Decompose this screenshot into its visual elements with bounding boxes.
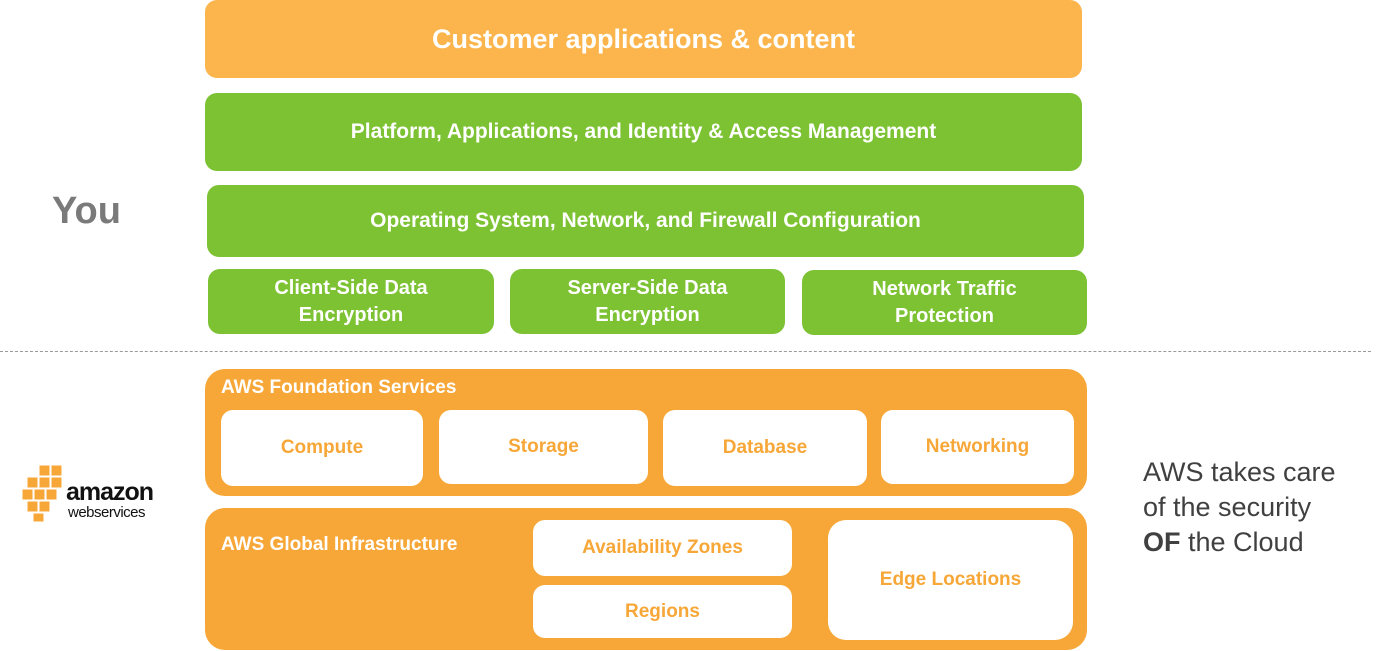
logo-amazon-text: amazon bbox=[66, 478, 154, 506]
caption-line3: OF the Cloud bbox=[1143, 525, 1336, 560]
server-side-encryption-line2: Encryption bbox=[595, 303, 700, 326]
server-side-encryption-box: Server-Side Data Encryption bbox=[510, 269, 785, 334]
storage-label: Storage bbox=[508, 436, 579, 457]
aws-global-infrastructure-panel: AWS Global Infrastructure Availability Z… bbox=[205, 508, 1087, 650]
compute-box: Compute bbox=[221, 410, 423, 486]
client-side-encryption-box: Client-Side Data Encryption bbox=[208, 269, 494, 334]
you-label: You bbox=[52, 190, 121, 232]
network-traffic-protection-line2: Protection bbox=[895, 304, 994, 327]
storage-box: Storage bbox=[439, 410, 648, 484]
caption-line3-rest: the Cloud bbox=[1180, 527, 1304, 557]
regions-box: Regions bbox=[533, 585, 792, 638]
networking-box: Networking bbox=[881, 410, 1074, 484]
platform-iam-layer: Platform, Applications, and Identity & A… bbox=[205, 93, 1082, 171]
networking-label: Networking bbox=[925, 436, 1030, 457]
regions-label: Regions bbox=[625, 600, 700, 622]
os-network-firewall-layer: Operating System, Network, and Firewall … bbox=[207, 185, 1084, 257]
aws-global-infrastructure-title: AWS Global Infrastructure bbox=[221, 534, 458, 555]
network-traffic-protection-box: Network Traffic Protection bbox=[802, 270, 1087, 335]
compute-label: Compute bbox=[280, 437, 364, 458]
customer-applications-layer: Customer applications & content bbox=[205, 0, 1082, 78]
database-label: Database bbox=[722, 437, 808, 458]
availability-zones-box: Availability Zones bbox=[533, 520, 792, 576]
aws-responsibility-caption: AWS takes care of the security OF the Cl… bbox=[1143, 455, 1336, 560]
caption-line1: AWS takes care bbox=[1143, 457, 1336, 487]
aws-foundation-services-title: AWS Foundation Services bbox=[221, 377, 457, 398]
platform-iam-label: Platform, Applications, and Identity & A… bbox=[350, 120, 937, 143]
logo-webservices-text: webservices bbox=[68, 504, 146, 521]
amazon-web-services-logo: amazon webservices bbox=[22, 463, 172, 525]
caption-bold-of: OF bbox=[1143, 527, 1181, 557]
network-traffic-protection-line1: Network Traffic bbox=[872, 277, 1017, 300]
customer-applications-label: Customer applications & content bbox=[431, 23, 856, 54]
server-side-encryption-line1: Server-Side Data bbox=[567, 276, 728, 299]
caption-line2: of the security bbox=[1143, 492, 1312, 522]
os-network-firewall-label: Operating System, Network, and Firewall … bbox=[370, 209, 921, 232]
availability-zones-label: Availability Zones bbox=[582, 537, 743, 558]
edge-locations-label: Edge Locations bbox=[879, 569, 1022, 590]
aws-foundation-services-panel: AWS Foundation Services Compute Storage … bbox=[205, 369, 1087, 496]
client-side-encryption-line1: Client-Side Data bbox=[274, 276, 428, 299]
database-box: Database bbox=[663, 410, 867, 486]
aws-cubes-icon bbox=[22, 464, 63, 523]
edge-locations-box: Edge Locations bbox=[828, 520, 1073, 640]
client-side-encryption-line2: Encryption bbox=[298, 303, 404, 326]
responsibility-divider bbox=[0, 351, 1371, 352]
